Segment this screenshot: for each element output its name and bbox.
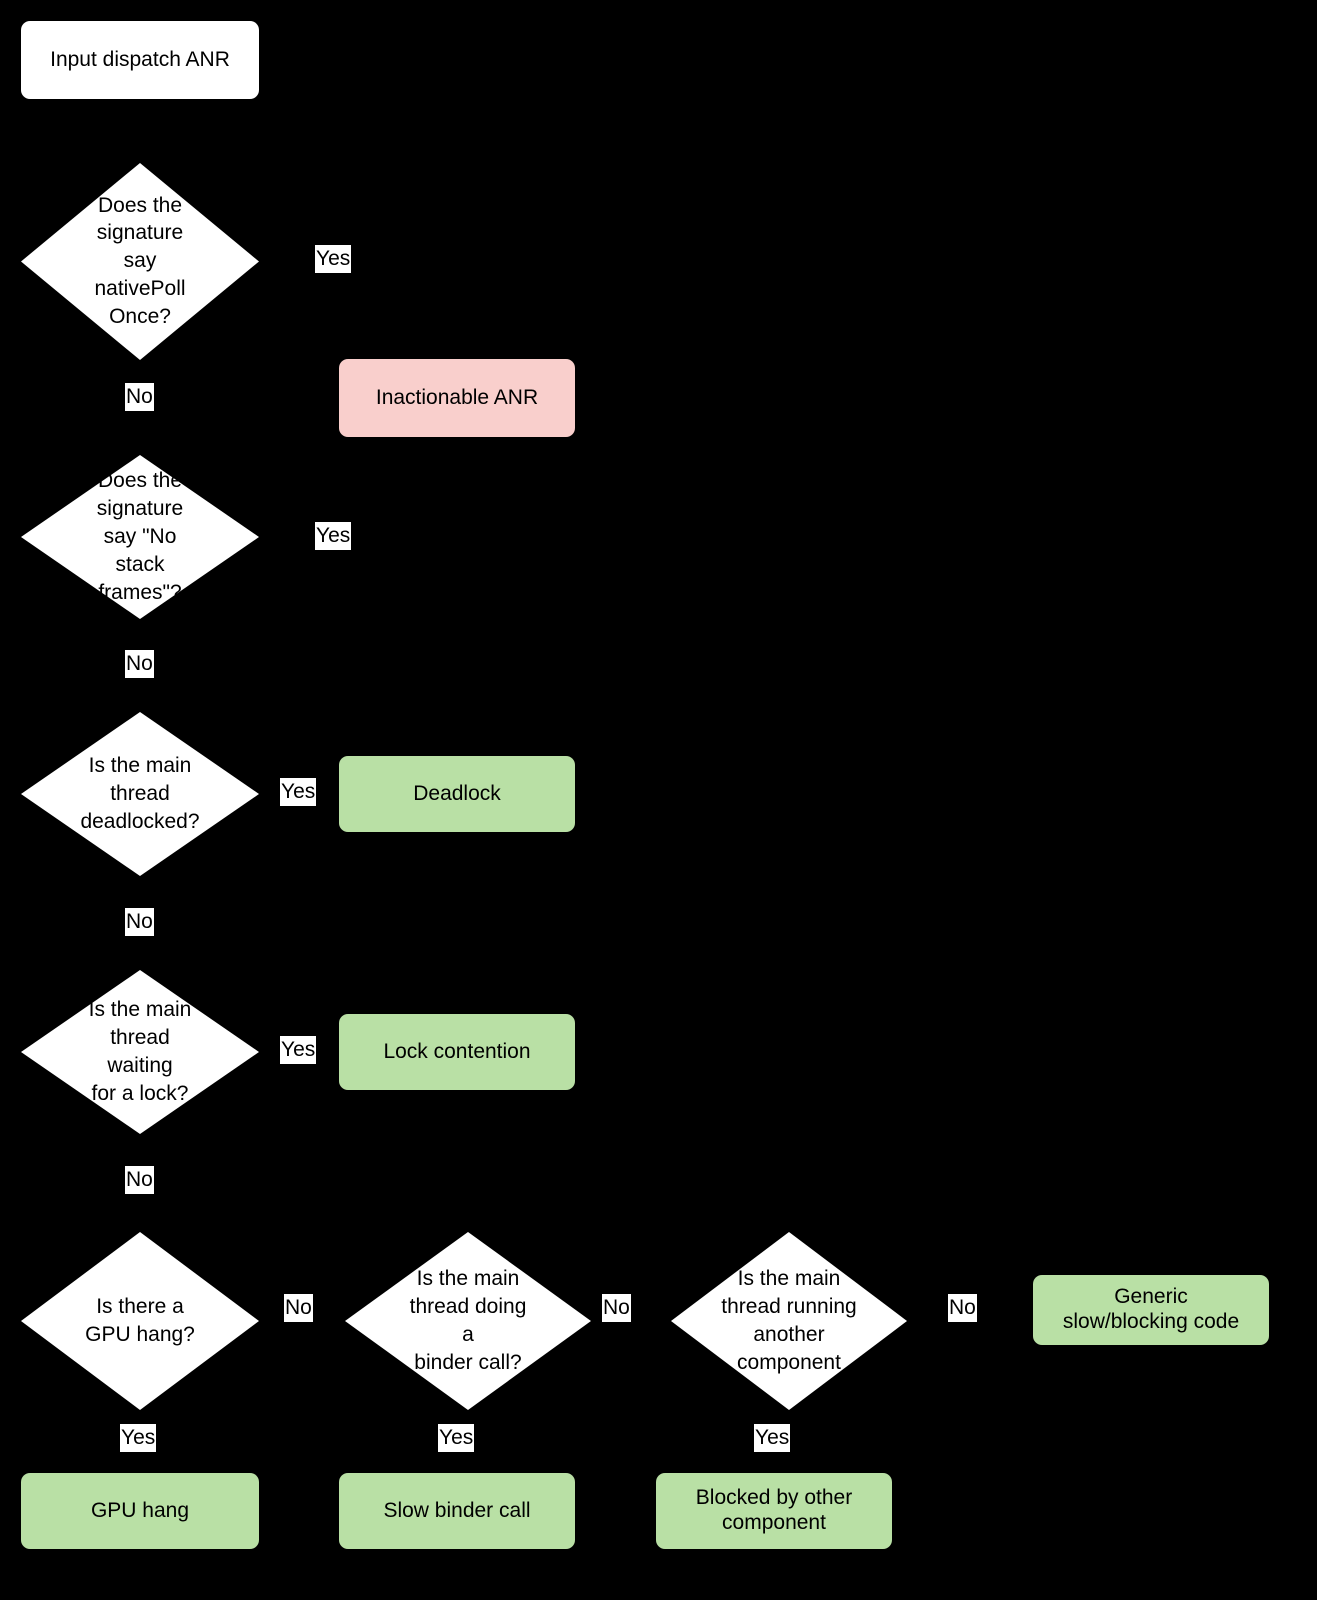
edge-label-nostack-yes: Yes xyxy=(315,522,352,551)
diamond-shape xyxy=(345,1232,591,1410)
node-start[interactable]: Input dispatch ANR xyxy=(21,21,259,99)
diamond-shape xyxy=(21,970,259,1134)
node-question-gpu-hang[interactable]: Is there a GPU hang? xyxy=(21,1232,259,1410)
edge-label-gpu-yes: Yes xyxy=(120,1424,157,1453)
edge-label-binder-no: No xyxy=(602,1294,631,1323)
edge-label-binder-yes: Yes xyxy=(438,1424,475,1453)
edge-label-deadlock-yes: Yes xyxy=(280,778,317,807)
diamond-shape xyxy=(671,1232,907,1410)
edge-label-lock-yes: Yes xyxy=(280,1036,317,1065)
node-outcome-blocked-by-other-component[interactable]: Blocked by other component xyxy=(656,1473,892,1549)
diamond-shape xyxy=(21,455,259,619)
edge-label-component-no: No xyxy=(948,1294,977,1323)
node-question-no-stack-frames[interactable]: Does the signature say "No stack frames"… xyxy=(21,455,259,619)
node-outcome-lock-contention[interactable]: Lock contention xyxy=(339,1014,575,1090)
node-outcome-slow-binder-call[interactable]: Slow binder call xyxy=(339,1473,575,1549)
node-question-main-thread-deadlocked[interactable]: Is the main thread deadlocked? xyxy=(21,712,259,876)
edge-label-lock-no: No xyxy=(125,1166,154,1195)
node-outcome-deadlock[interactable]: Deadlock xyxy=(339,756,575,832)
node-question-waiting-for-lock[interactable]: Is the main thread waiting for a lock? xyxy=(21,970,259,1134)
edge-label-gpu-no: No xyxy=(284,1294,313,1323)
diamond-shape xyxy=(21,163,259,360)
node-outcome-gpu-hang[interactable]: GPU hang xyxy=(21,1473,259,1549)
node-label: Generic slow/blocking code xyxy=(1062,1285,1240,1333)
node-question-running-another-component[interactable]: Is the main thread running another compo… xyxy=(671,1232,907,1410)
edge-label-component-yes: Yes xyxy=(754,1424,791,1453)
edge-label-nostack-no: No xyxy=(125,650,154,679)
edge-label-nativepoll-yes: Yes xyxy=(315,245,352,274)
node-label: Blocked by other component xyxy=(695,1486,853,1534)
node-question-nativepollonce[interactable]: Does the signature say nativePoll Once? xyxy=(21,163,259,360)
diamond-shape xyxy=(21,712,259,876)
node-outcome-generic-slow-blocking-code[interactable]: Generic slow/blocking code xyxy=(1033,1275,1269,1345)
node-question-binder-call[interactable]: Is the main thread doing a binder call? xyxy=(345,1232,591,1410)
edge-label-deadlock-no: No xyxy=(125,908,154,937)
diamond-shape xyxy=(21,1232,259,1410)
node-inactionable-anr[interactable]: Inactionable ANR xyxy=(339,359,575,437)
edge-label-nativepoll-no: No xyxy=(125,383,154,412)
